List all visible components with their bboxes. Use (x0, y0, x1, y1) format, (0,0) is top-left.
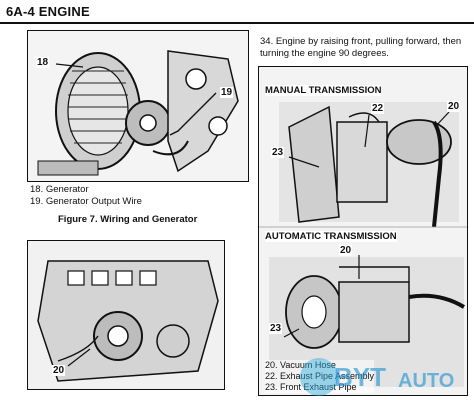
legend-item: 22. Exhaust Pipe Assembly (265, 371, 375, 381)
callout-20-manual: 20 (447, 101, 461, 112)
page-title: 6A-4 ENGINE (6, 4, 90, 19)
legend-item: 20. Vacuum Hose (265, 360, 336, 370)
callout-23-manual: 23 (271, 147, 285, 158)
transmission-legend: 20. Vacuum Hose 22. Exhaust Pipe Assembl… (265, 360, 375, 393)
callout-20: 20 (52, 365, 66, 376)
automatic-transmission-label: AUTOMATIC TRANSMISSION (265, 231, 397, 242)
callout-20-automatic: 20 (339, 245, 353, 256)
figure-generator: 18 19 (27, 30, 249, 182)
figure-engine-lower: 20 (27, 240, 225, 390)
figure7-legend: 18. Generator 19. Generator Output Wire (30, 184, 142, 208)
header-rule (0, 22, 474, 24)
callout-generator: 18 (36, 57, 50, 68)
legend-item: 19. Generator Output Wire (30, 196, 142, 207)
watermark-text-right: AUTO (398, 370, 455, 392)
callout-23-automatic: 23 (269, 323, 283, 334)
transmission-illustration (259, 67, 467, 395)
step-34: 34. Engine by raising front, pulling for… (260, 36, 462, 59)
callout-output-wire: 19 (220, 87, 234, 98)
watermark-logo-icon (300, 358, 338, 396)
legend-item: 23. Front Exhaust Pipe (265, 382, 357, 392)
legend-item: 18. Generator (30, 184, 89, 195)
watermark-text-left: BYT (334, 362, 386, 392)
figure7-caption: Figure 7. Wiring and Generator (58, 214, 198, 225)
manual-transmission-label: MANUAL TRANSMISSION (265, 85, 382, 96)
engine-lower-illustration (28, 241, 224, 389)
generator-illustration (28, 31, 248, 181)
callout-22-manual: 22 (371, 103, 385, 114)
figure-transmission: MANUAL TRANSMISSION 22 20 23 AUTOMATIC T… (258, 66, 468, 396)
